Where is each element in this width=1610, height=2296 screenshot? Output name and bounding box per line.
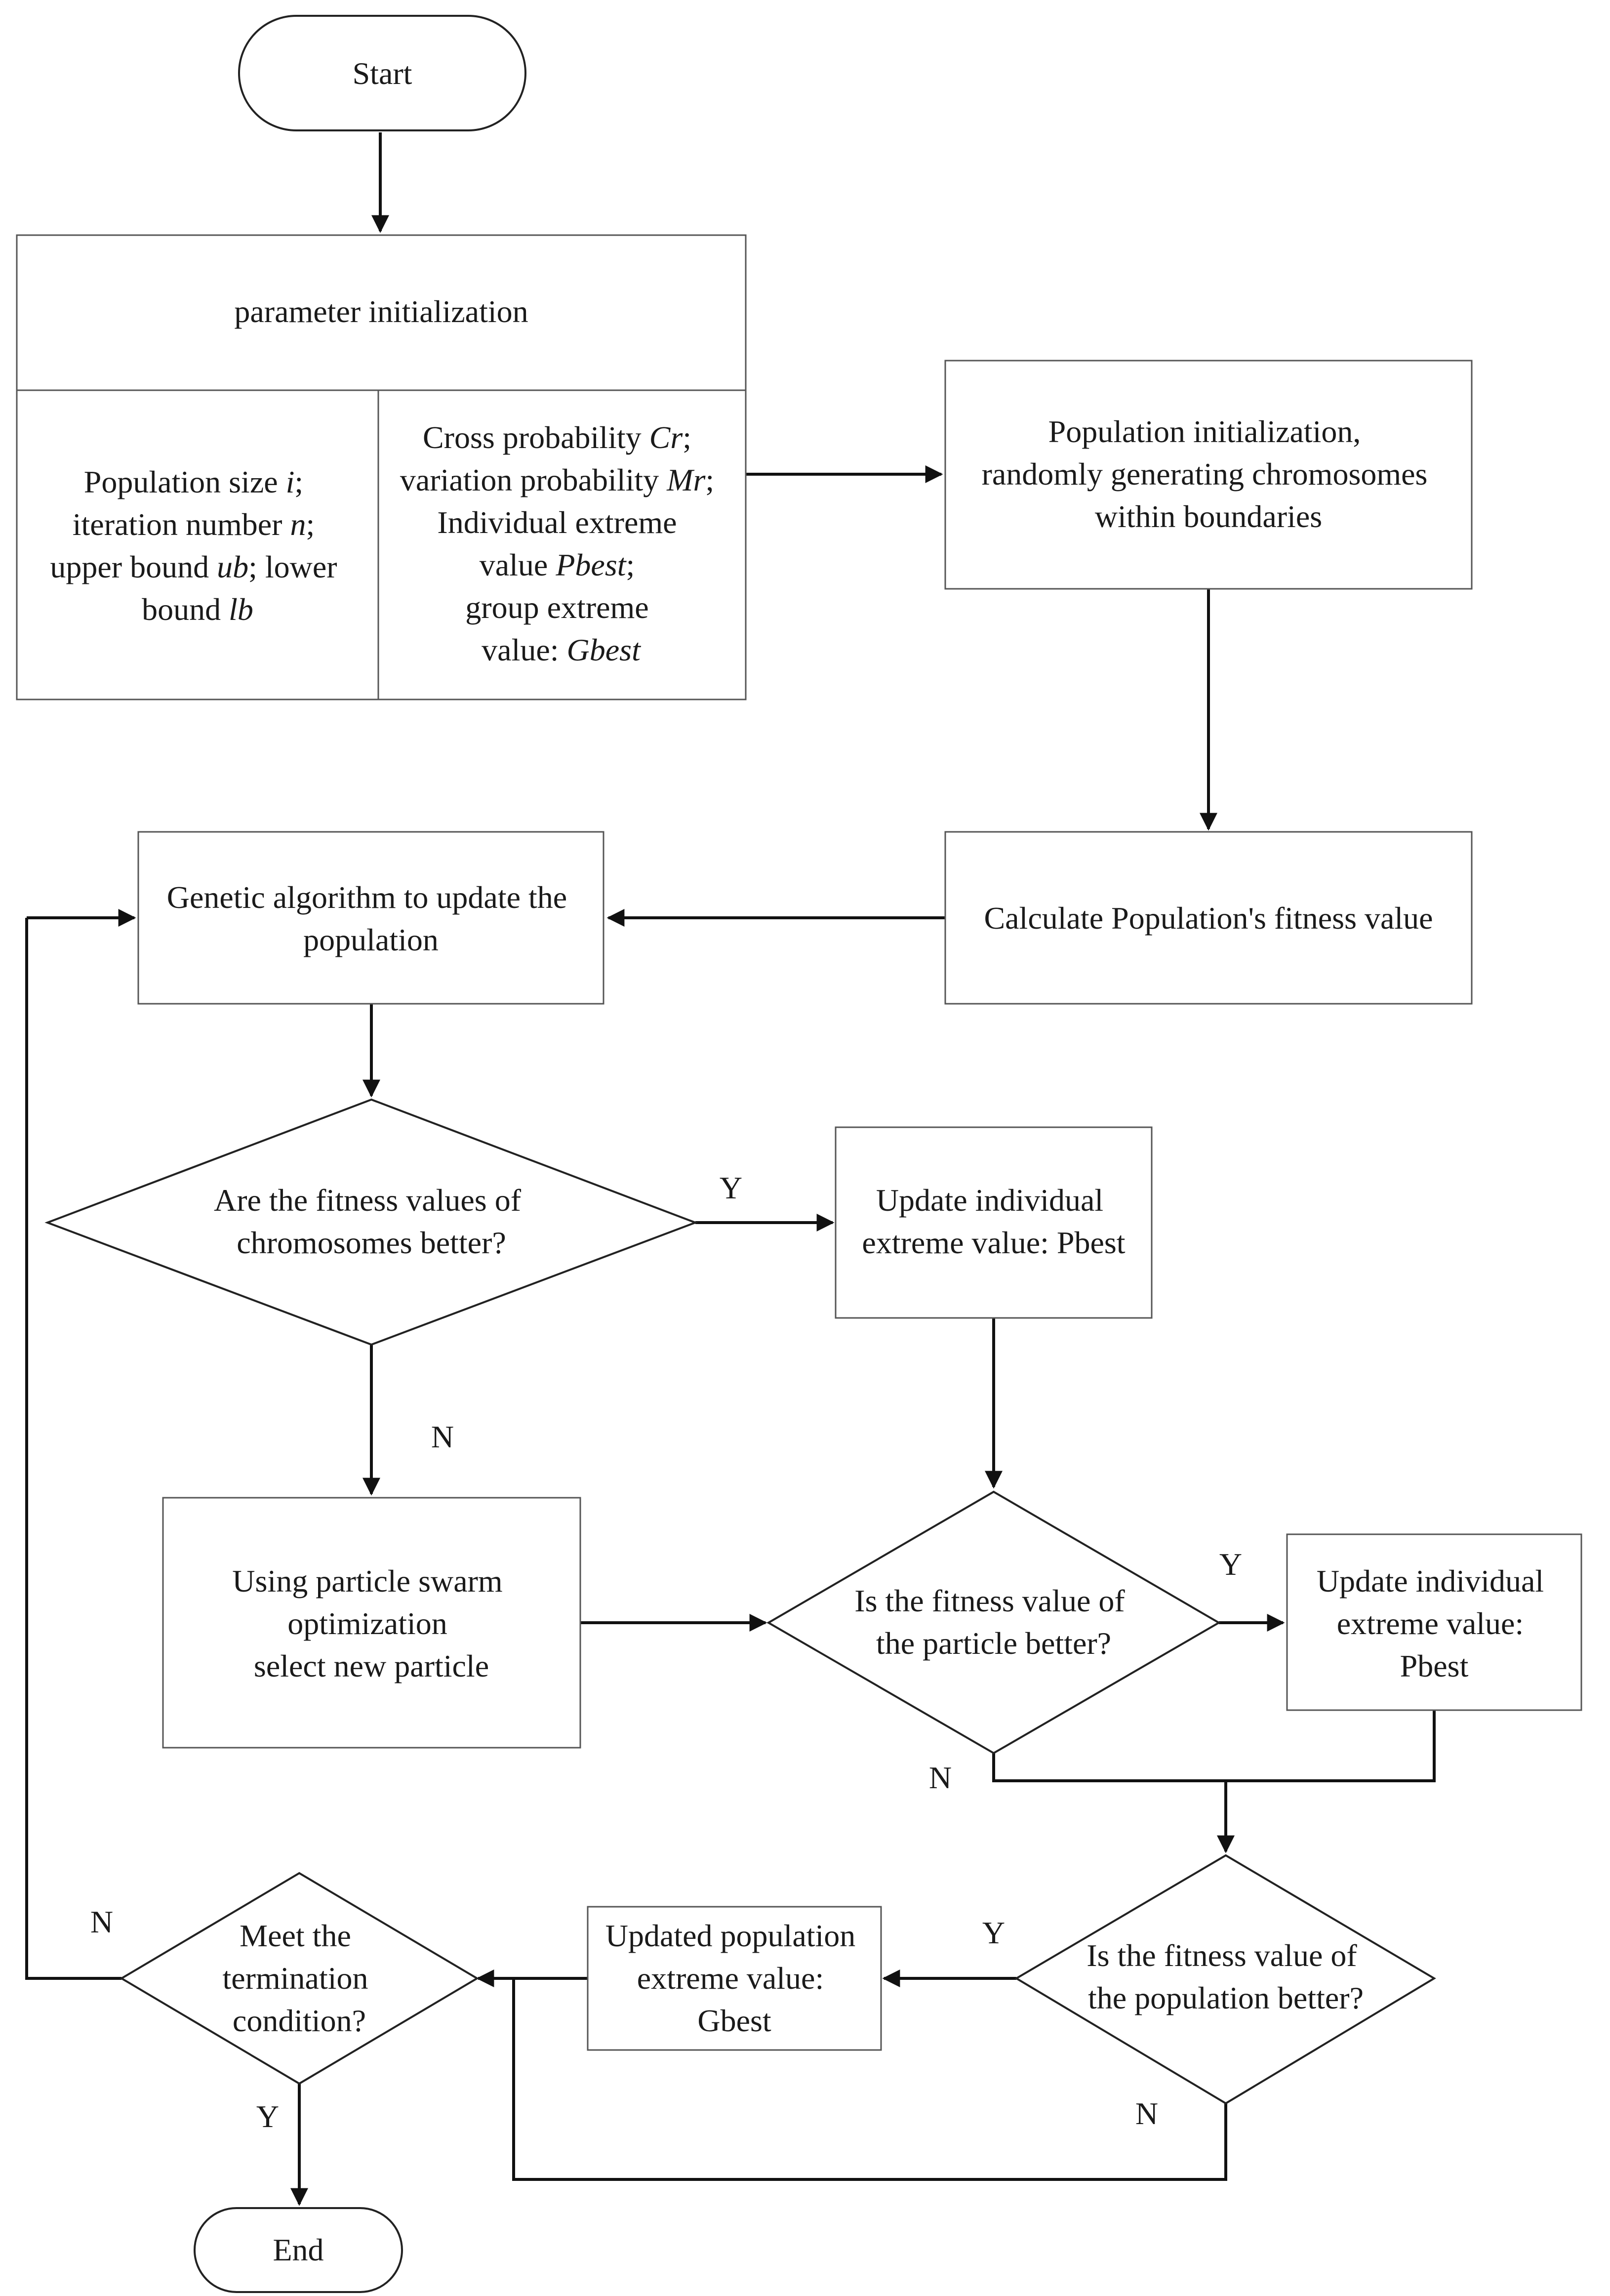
decision-population-node: Is the fitness value of the population b… bbox=[1014, 1854, 1436, 2105]
label-particle-yes: Y bbox=[1219, 1547, 1242, 1582]
update-pbest-node-1: Update individual extreme value: Pbest bbox=[835, 1126, 1153, 1319]
genetic-algorithm-box bbox=[137, 831, 604, 1005]
pso-select-node: Using particle swarm optimization select… bbox=[162, 1497, 581, 1749]
decision-particle-diamond bbox=[766, 1490, 1221, 1755]
decision-termination-diamond bbox=[120, 1872, 479, 2085]
decision-termination-node: Meet the termination condition? bbox=[120, 1872, 479, 2085]
label-termination-yes: Y bbox=[256, 2099, 279, 2134]
label-termination-no: N bbox=[90, 1904, 113, 1939]
decision-particle-node: Is the fitness value of the particle bet… bbox=[766, 1490, 1221, 1755]
decision-termination-text: Meet the termination condition? bbox=[222, 1918, 376, 2038]
edge-pbest2-merge bbox=[1226, 1710, 1436, 1782]
calculate-fitness-box bbox=[944, 831, 1473, 1005]
calculate-fitness-node: Calculate Population's fitness value bbox=[944, 831, 1473, 1005]
update-gbest-text: Updated population extreme value: Gbest bbox=[605, 1918, 864, 2038]
decision-particle-text: Is the fitness value of the particle bet… bbox=[854, 1583, 1132, 1661]
end-terminal-shape bbox=[194, 2207, 403, 2293]
decision-population-text: Is the fitness value of the population b… bbox=[1087, 1938, 1365, 2015]
param-left-text: Population size i; iteration number n; u… bbox=[50, 464, 345, 627]
edge-decision2-no-merge bbox=[992, 1753, 1226, 1782]
update-gbest-box bbox=[587, 1906, 882, 2051]
label-population-no: N bbox=[1135, 2096, 1158, 2131]
start-label: Start bbox=[353, 56, 412, 91]
population-initialization-box bbox=[944, 360, 1473, 590]
end-label: End bbox=[273, 2232, 323, 2267]
edge-decision3-no bbox=[512, 1978, 1227, 2181]
parameter-initialization-block: parameter initialization Population size… bbox=[16, 234, 747, 700]
calculate-fitness-text: Calculate Population's fitness value bbox=[984, 901, 1433, 936]
decision-chromosomes-text: Are the fitness values of chromosomes be… bbox=[214, 1183, 529, 1260]
update-pbest-node-2: Update individual extreme value: Pbest bbox=[1286, 1533, 1582, 1711]
decision-chromosomes-node: Are the fitness values of chromosomes be… bbox=[44, 1098, 698, 1346]
update-pbest-box-1 bbox=[835, 1126, 1153, 1319]
param-right-text: Cross probability Cr; variation probabil… bbox=[400, 420, 722, 667]
decision-chromosomes-diamond bbox=[44, 1098, 698, 1346]
label-particle-no: N bbox=[929, 1760, 952, 1795]
param-title: parameter initialization bbox=[234, 294, 528, 329]
label-chromosomes-no: N bbox=[431, 1419, 454, 1454]
population-initialization-text: Population initialization, randomly gene… bbox=[982, 414, 1436, 534]
pso-select-box bbox=[162, 1497, 581, 1749]
genetic-algorithm-text: Genetic algorithm to update the populati… bbox=[167, 880, 575, 957]
update-pbest-box-2 bbox=[1286, 1533, 1582, 1711]
edge-termination-no bbox=[25, 918, 121, 1980]
decision-population-diamond bbox=[1014, 1854, 1436, 2105]
population-initialization-node: Population initialization, randomly gene… bbox=[944, 360, 1473, 590]
update-pbest-text-1: Update individual extreme value: Pbest bbox=[862, 1183, 1125, 1260]
label-chromosomes-yes: Y bbox=[720, 1170, 742, 1205]
start-node: Start bbox=[238, 15, 526, 131]
start-terminal-shape bbox=[238, 15, 526, 131]
pso-select-text: Using particle swarm optimization select… bbox=[232, 1563, 510, 1683]
genetic-algorithm-node: Genetic algorithm to update the populati… bbox=[137, 831, 604, 1005]
edges bbox=[25, 132, 1436, 2206]
update-gbest-node: Updated population extreme value: Gbest bbox=[587, 1906, 882, 2051]
edge-labels: Y N Y N Y N N Y bbox=[90, 1170, 1242, 2134]
end-node: End bbox=[194, 2207, 403, 2293]
param-outer-box bbox=[16, 234, 747, 700]
update-pbest-text-2: Update individual extreme value: Pbest bbox=[1317, 1563, 1552, 1683]
label-population-yes: Y bbox=[982, 1915, 1005, 1950]
